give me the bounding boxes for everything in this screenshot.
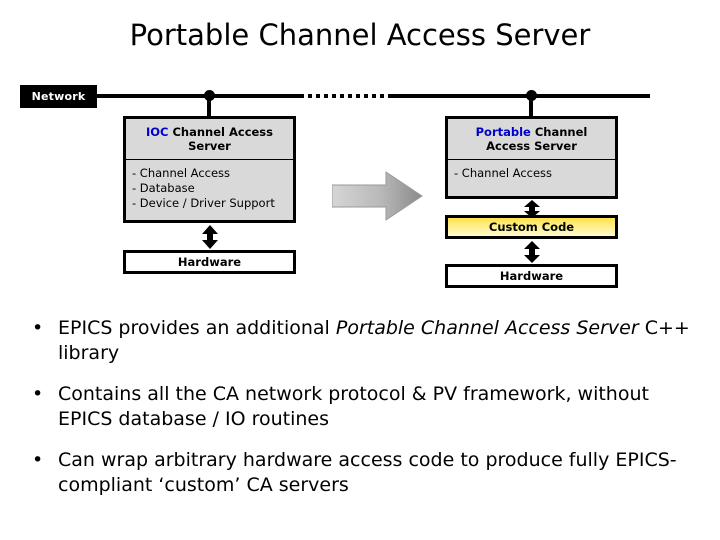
ioc-server-box: IOC Channel Access Server - Channel Acce… xyxy=(123,116,296,223)
ioc-hardware-double-arrow-icon xyxy=(200,225,220,249)
portable-feature-item: - Channel Access xyxy=(454,166,553,180)
ioc-feature-item: - Database xyxy=(132,181,195,195)
network-line-right xyxy=(392,94,650,98)
list-item: Contains all the CA network protocol & P… xyxy=(22,382,700,432)
page-title: Portable Channel Access Server xyxy=(129,18,591,52)
portable-hardware-label: Hardware xyxy=(499,269,564,283)
ioc-hardware-label: Hardware xyxy=(177,255,242,269)
portable-header-accent: Portable xyxy=(475,125,531,139)
bullet-text-pre: Can wrap arbitrary hardware access code … xyxy=(58,449,677,496)
custom-code-box: Custom Code xyxy=(445,215,618,239)
ioc-server-header: IOC Channel Access Server xyxy=(126,119,293,160)
ioc-header-accent: IOC xyxy=(145,125,169,139)
ioc-server-body: - Channel Access - Database - Device / D… xyxy=(126,160,293,217)
bullet-text-pre: Contains all the CA network protocol & P… xyxy=(58,383,649,430)
list-item: Can wrap arbitrary hardware access code … xyxy=(22,448,700,498)
portable-header-rest: Channel Access Server xyxy=(486,125,588,153)
transition-block-arrow-icon xyxy=(332,170,424,222)
ioc-feature-item: - Device / Driver Support xyxy=(132,196,275,210)
portable-server-box: Portable Channel Access Server - Channel… xyxy=(445,116,618,199)
network-drop-left xyxy=(207,95,211,118)
ioc-hardware-box: Hardware xyxy=(123,250,296,274)
custom-code-label: Custom Code xyxy=(488,220,575,234)
bullet-text-pre: EPICS provides an additional xyxy=(58,317,336,339)
network-line-dashed xyxy=(300,94,392,98)
network-line-left xyxy=(96,94,300,98)
ioc-header-rest: Channel Access Server xyxy=(168,125,274,153)
portable-hardware-box: Hardware xyxy=(445,264,618,288)
customcode-hardware-double-arrow-icon xyxy=(522,241,542,263)
bullet-text-post: C++ library xyxy=(58,317,690,364)
portable-server-body: - Channel Access xyxy=(448,160,615,187)
bullet-list: EPICS provides an additional Portable Ch… xyxy=(22,316,700,514)
list-item: EPICS provides an additional Portable Ch… xyxy=(22,316,700,366)
portable-server-header: Portable Channel Access Server xyxy=(448,119,615,160)
network-drop-right xyxy=(529,95,533,118)
portable-customcode-double-arrow-icon xyxy=(522,200,542,218)
bullet-text-italic: Portable Channel Access Server xyxy=(335,317,639,339)
network-label: Network xyxy=(20,85,97,108)
ioc-feature-item: - Channel Access xyxy=(132,166,231,180)
